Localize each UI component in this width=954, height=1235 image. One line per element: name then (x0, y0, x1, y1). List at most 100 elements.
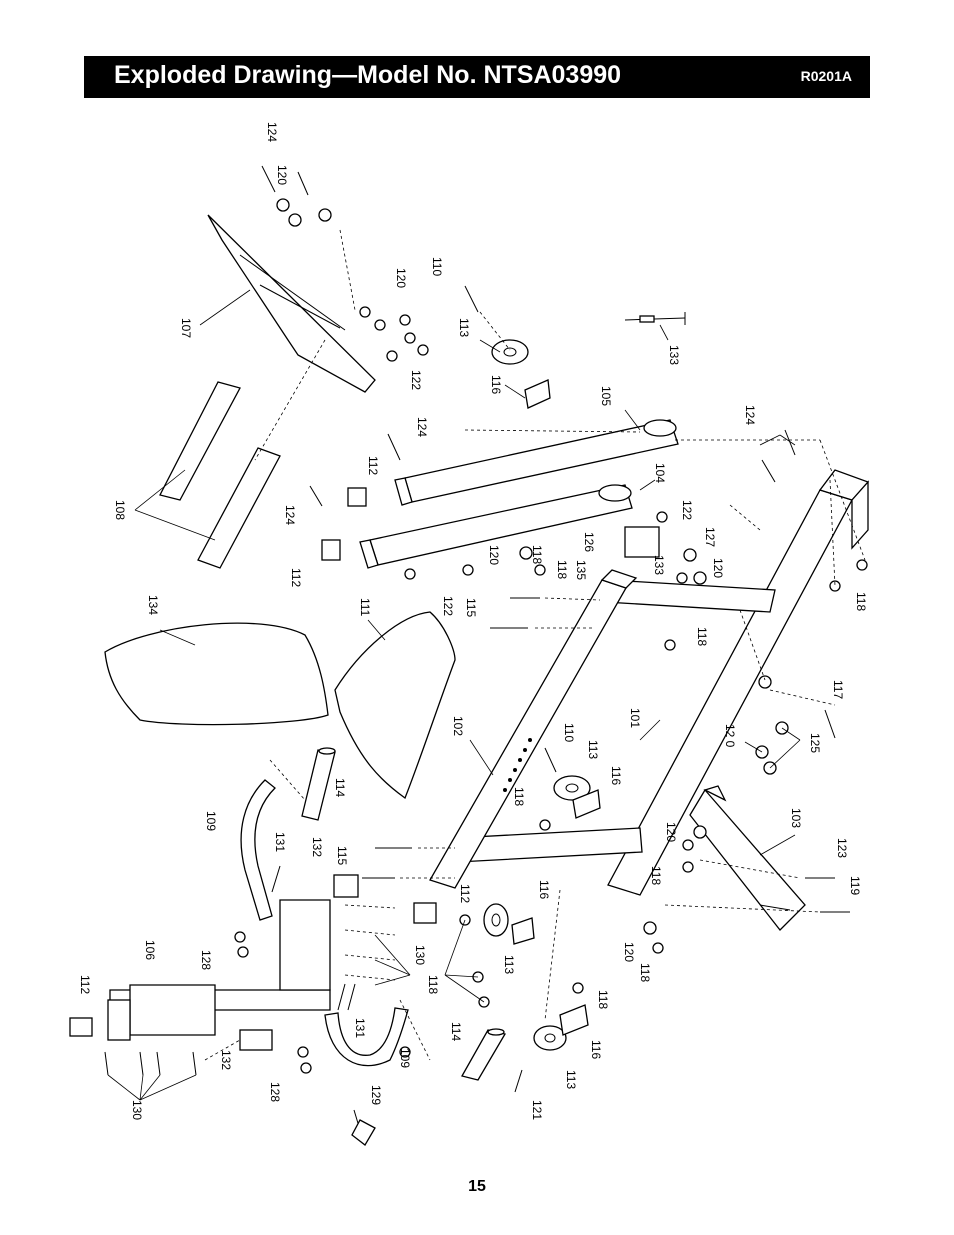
callout-121: 121 (530, 1100, 544, 1120)
callout-132: 132 (219, 1050, 233, 1070)
callout-126: 126 (582, 532, 596, 552)
callout-123: 123 (835, 838, 849, 858)
callout-118: 118 (649, 866, 663, 885)
callout-118: 118 (530, 545, 544, 564)
drawing-code: R0201A (800, 68, 852, 84)
callout-114: 114 (449, 1022, 463, 1041)
callout-131: 131 (353, 1018, 367, 1038)
callout-127: 127 (703, 527, 717, 547)
callout-112: 112 (366, 456, 380, 475)
callout-110: 110 (562, 723, 576, 742)
callout-108: 108 (113, 500, 127, 520)
hardware (234, 198, 868, 1146)
callout-113: 113 (502, 955, 516, 974)
callout-109: 109 (204, 811, 218, 831)
callout-122: 122 (680, 500, 694, 520)
callout-114: 114 (333, 778, 347, 797)
base-106 (107, 899, 331, 1041)
handle-109-upper (240, 779, 276, 921)
callout-133: 133 (667, 345, 681, 365)
callout-112: 112 (289, 568, 303, 587)
callout-120: 120 (275, 165, 289, 185)
callout-111: 111 (358, 598, 372, 617)
callout-118: 118 (638, 963, 652, 982)
callout-124: 124 (743, 405, 757, 425)
callout-113: 113 (564, 1070, 578, 1089)
title-bar: Exploded Drawing—Model No. NTSA03990 R02… (84, 56, 870, 98)
callout-128: 128 (268, 1082, 282, 1102)
callout-102: 102 (451, 716, 465, 736)
callout-113: 113 (586, 740, 600, 759)
callout-104: 104 (653, 463, 667, 483)
callout-124: 124 (415, 417, 429, 437)
callout-118: 118 (596, 990, 610, 1009)
rail-105 (394, 419, 679, 506)
callout-107: 107 (179, 318, 193, 338)
callout-101: 101 (628, 708, 642, 728)
callout-132: 132 (310, 837, 324, 857)
callout-115: 115 (464, 598, 478, 617)
callout-116: 116 (609, 766, 623, 785)
tube-114-upper (301, 747, 336, 821)
callout-119: 119 (848, 876, 862, 895)
callout-113: 113 (457, 318, 471, 337)
callout-116: 116 (537, 880, 551, 899)
tube-114-lower (461, 1028, 507, 1081)
callout-116: 116 (489, 375, 503, 394)
callout-118: 118 (854, 592, 868, 611)
callout-122: 122 (409, 370, 423, 390)
pad-111 (334, 611, 456, 800)
brackets-108 (159, 381, 281, 569)
alignment-lines (204, 229, 866, 1061)
callout-120: 120 (394, 268, 408, 288)
pulleys-113 (483, 339, 591, 1051)
callout-118: 118 (695, 627, 709, 646)
foot-103 (689, 785, 806, 931)
page-number: 15 (468, 1178, 486, 1195)
callout-112: 112 (78, 975, 92, 994)
callout-131: 131 (273, 832, 287, 852)
callout-130: 130 (413, 945, 427, 965)
callout-134: 134 (146, 595, 160, 615)
callout-118: 118 (426, 975, 440, 994)
brackets-116 (511, 379, 601, 1036)
pad-134 (104, 622, 329, 726)
callout-120: 120 (487, 545, 501, 565)
callout-130: 130 (130, 1100, 144, 1120)
callout-124: 124 (265, 122, 279, 142)
bolts (104, 165, 850, 1131)
callout-labels: 124 120 107 120 122 110 113 116 133 105 … (78, 122, 868, 1120)
frame-101 (454, 469, 870, 896)
callout-118: 118 (555, 560, 569, 579)
plate-107 (207, 214, 376, 393)
callout-120: 120 (711, 558, 725, 578)
end-caps (69, 487, 660, 1051)
callout-12-0: 12 0 (723, 724, 737, 748)
callout-133: 133 (652, 555, 666, 575)
callout-109: 109 (398, 1048, 412, 1068)
callout-117: 117 (831, 680, 845, 699)
handle-109-lower (324, 1007, 409, 1067)
callout-118: 118 (512, 787, 526, 806)
callout-122: 122 (441, 596, 455, 616)
callout-129: 129 (369, 1085, 383, 1105)
rail-102 (429, 569, 638, 889)
callout-120: 120 (622, 942, 636, 962)
callout-105: 105 (599, 386, 613, 406)
callout-115: 115 (335, 846, 349, 865)
rail-104 (359, 484, 633, 569)
callout-116: 116 (589, 1040, 603, 1059)
callout-112: 112 (458, 884, 472, 903)
callout-110: 110 (430, 257, 444, 276)
pin-133 (624, 312, 686, 325)
callout-135: 135 (574, 560, 588, 580)
callout-124: 124 (283, 505, 297, 525)
page-title: Exploded Drawing—Model No. NTSA03990 (114, 61, 622, 89)
callout-125: 125 (808, 733, 822, 753)
callout-103: 103 (789, 808, 803, 828)
leader-lines (107, 289, 801, 1101)
callout-106: 106 (143, 940, 157, 960)
callout-120: 120 (664, 822, 678, 842)
callout-128: 128 (199, 950, 213, 970)
